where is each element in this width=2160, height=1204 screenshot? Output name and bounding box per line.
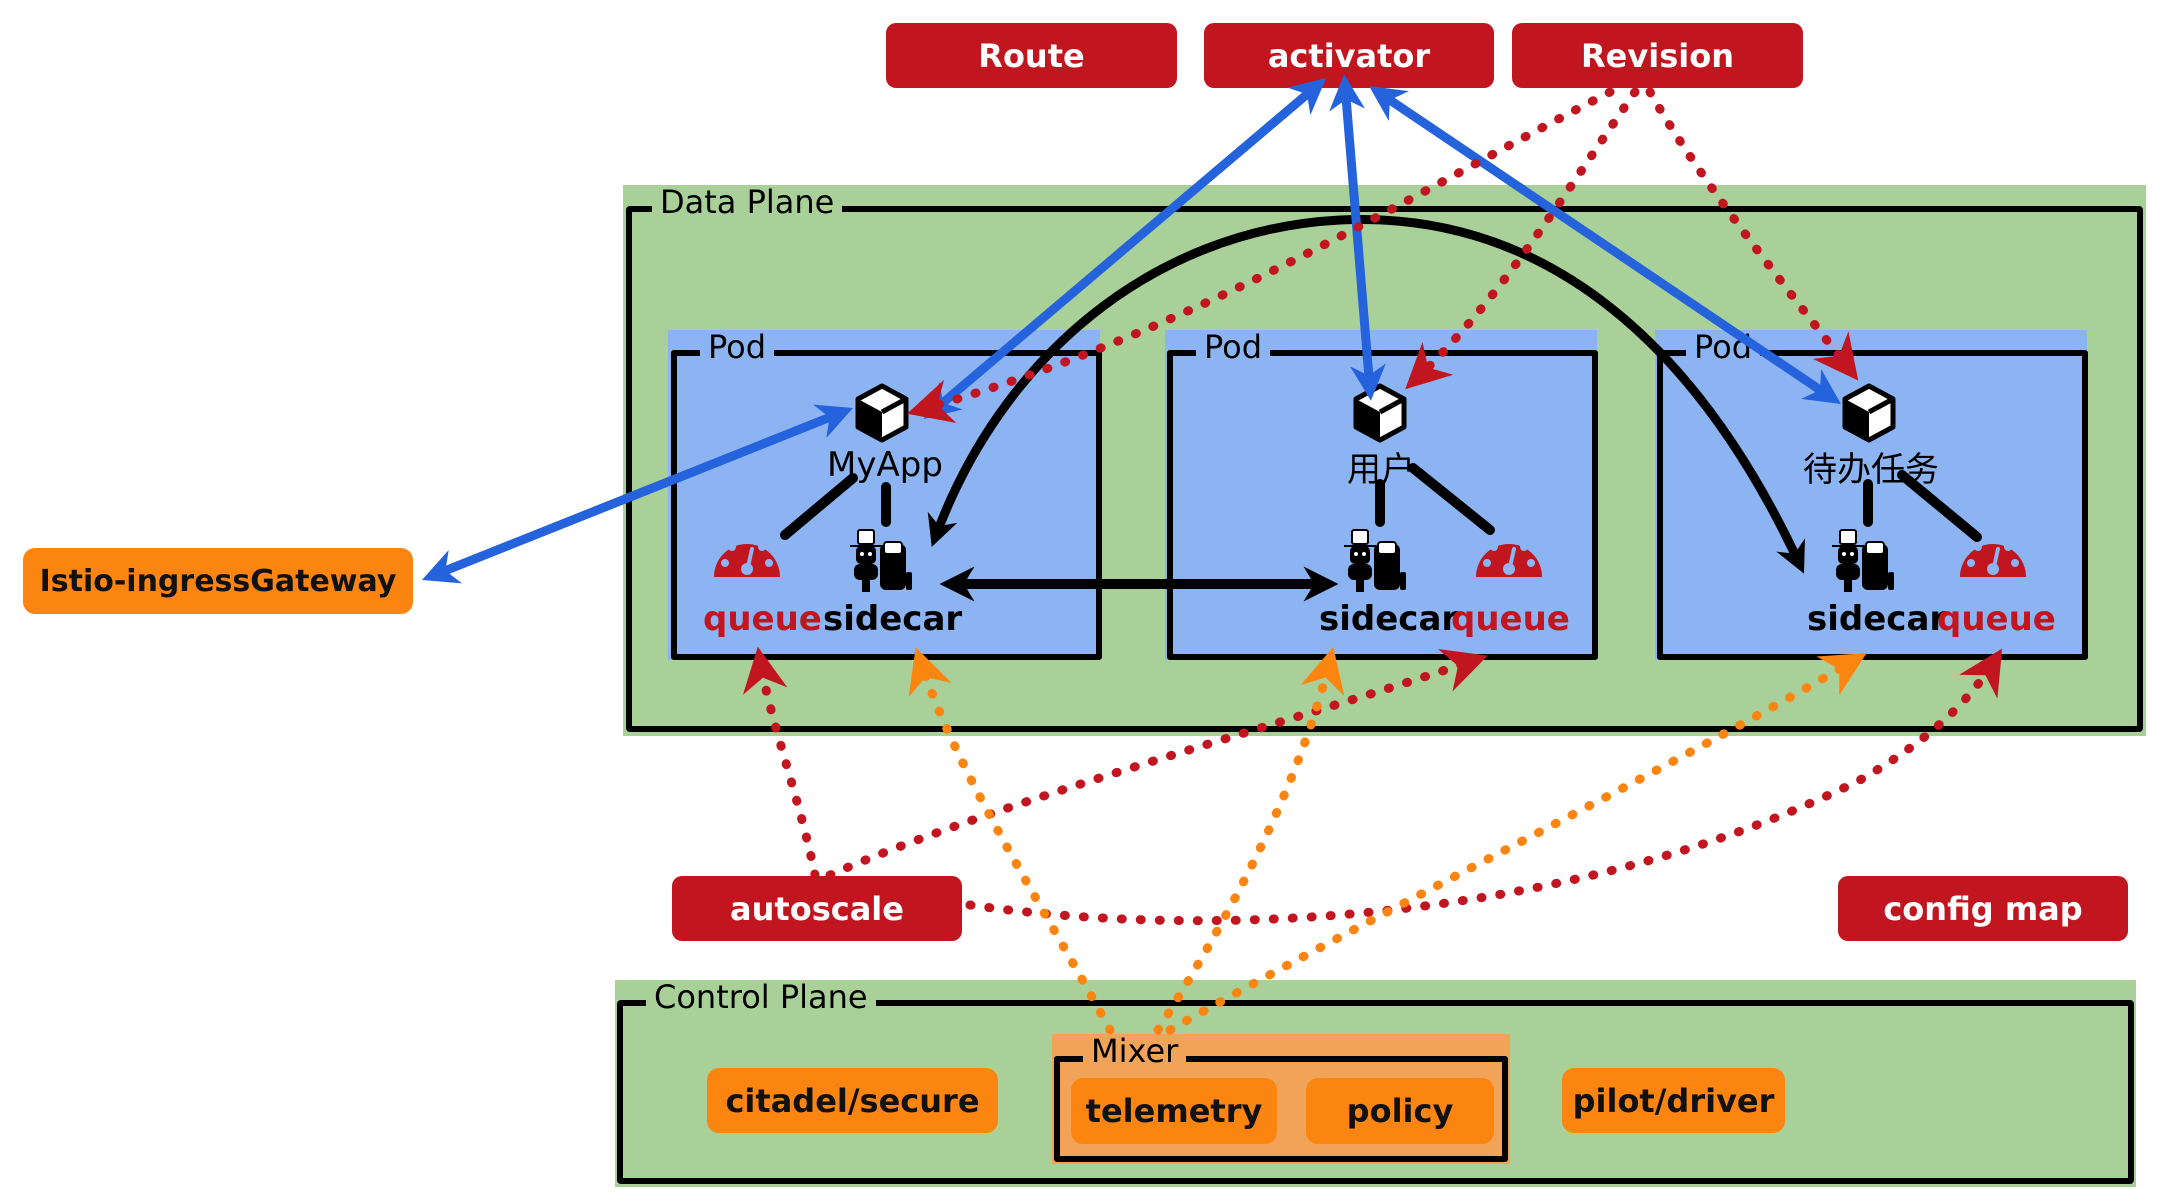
pod-todo-label: Pod <box>1686 331 1761 363</box>
revision-label: Revision <box>1581 36 1734 75</box>
gateway-label: Istio-ingressGateway <box>39 563 397 599</box>
pod-myapp-label: Pod <box>700 331 775 363</box>
queue-label-todo: queue <box>1937 599 2056 639</box>
telemetry-label: telemetry <box>1085 1092 1263 1130</box>
route-label: Route <box>978 36 1085 75</box>
config-map-label: config map <box>1883 889 2083 928</box>
pilot-label: pilot/driver <box>1572 1081 1775 1120</box>
telemetry-box[interactable]: telemetry <box>1071 1078 1277 1144</box>
pod-user-label: Pod <box>1196 331 1271 363</box>
pilot-box[interactable]: pilot/driver <box>1562 1068 1785 1133</box>
data-plane-label: Data Plane <box>652 186 843 218</box>
istio-ingress-gateway-box[interactable]: Istio-ingressGateway <box>23 548 413 614</box>
mixer-border <box>1054 1056 1508 1162</box>
policy-label: policy <box>1346 1092 1454 1130</box>
sidecar-label-myapp: sidecar <box>823 599 963 639</box>
control-plane-label: Control Plane <box>646 981 876 1013</box>
citadel-label: citadel/secure <box>725 1081 980 1120</box>
sidecar-label-user: sidecar <box>1319 599 1459 639</box>
config-map-box[interactable]: config map <box>1838 876 2128 941</box>
revision-box[interactable]: Revision <box>1512 23 1803 88</box>
policy-box[interactable]: policy <box>1306 1078 1494 1144</box>
queue-label-user: queue <box>1451 599 1570 639</box>
activator-label: activator <box>1267 36 1431 75</box>
autoscale-label: autoscale <box>730 889 904 928</box>
queue-label-myapp: queue <box>703 599 822 639</box>
route-box[interactable]: Route <box>886 23 1177 88</box>
citadel-box[interactable]: citadel/secure <box>707 1068 998 1133</box>
mixer-label: Mixer <box>1083 1035 1187 1067</box>
app-label-todo: 待办任务 <box>1803 450 1939 490</box>
app-label-user: 用户 <box>1347 450 1415 490</box>
sidecar-label-todo: sidecar <box>1807 599 1947 639</box>
autoscale-box[interactable]: autoscale <box>672 876 962 941</box>
activator-box[interactable]: activator <box>1204 23 1494 88</box>
app-label-myapp: MyApp <box>827 445 943 485</box>
